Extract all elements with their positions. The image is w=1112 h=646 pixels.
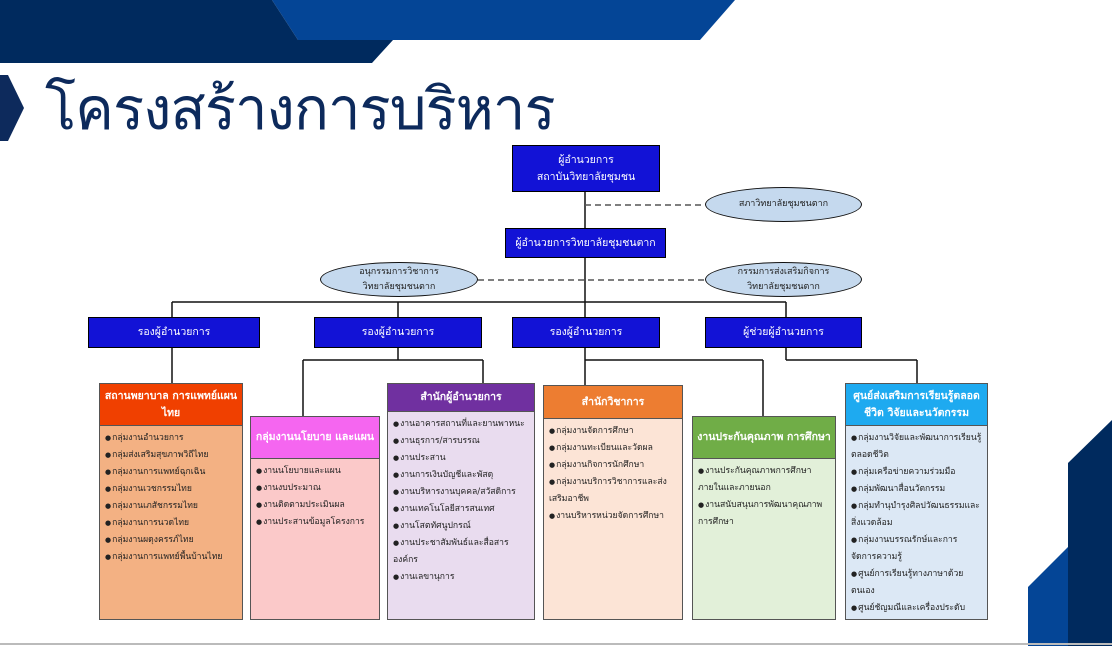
box-line: ผู้อำนวยการ	[558, 153, 614, 166]
assistant-director-box: ผู้ช่วยผู้อำนวยการ	[705, 317, 862, 348]
deputy-director-box: รองผู้อำนวยการ	[512, 317, 660, 348]
academic-subcommittee-oval: อนุกรรมการวิชาการ วิทยาลัยชุมชนตาก	[320, 262, 478, 297]
chevron-icon	[0, 75, 24, 141]
corner-dark-shape	[1068, 420, 1112, 646]
deputy-director-box: รองผู้อำนวยการ	[88, 317, 260, 348]
unit-title: งานประกันคุณภาพ การศึกษา	[693, 417, 835, 459]
unit-item: งานประสาน	[393, 450, 529, 467]
oval-line: วิทยาลัยชุมชนตาก	[747, 281, 820, 292]
deputy-director-box: รองผู้อำนวยการ	[314, 317, 482, 348]
unit-item: งานบริหารงานบุคคล/สวัสดิการ	[393, 484, 529, 501]
org-connectors	[171, 192, 918, 416]
unit-item: กลุ่มงานจัดการศึกษา	[549, 423, 677, 440]
unit-title: กลุ่มงานนโยบาย และแผน	[251, 417, 379, 459]
unit-item: กลุ่มพัฒนาสื่อนวัตกรรม	[851, 481, 982, 498]
unit-item: กลุ่มงานผดุงครรภ์ไทย	[105, 532, 237, 549]
promotion-committee-oval: กรรมการส่งเสริมกิจการ วิทยาลัยชุมชนตาก	[705, 262, 862, 297]
box-label: รองผู้อำนวยการ	[137, 326, 211, 338]
unit-items: กลุ่มงานวิจัยและพัฒนาการเรียนรู้ตลอดชีวิ…	[846, 426, 987, 621]
unit-item: งานธุรการ/สารบรรณ	[393, 433, 529, 450]
unit-item: กลุ่มงานบริการวิชาการและส่งเสริมอาชีพ	[549, 474, 677, 508]
unit-items: งานประกันคุณภาพการศึกษาภายในและภายนอกงาน…	[693, 459, 835, 535]
unit-item: งานเลขานุการ	[393, 569, 529, 586]
unit-item: งานสนับสนุนการพัฒนาคุณภาพการศึกษา	[698, 497, 830, 531]
unit-item: กลุ่มงานการแพทย์ฉุกเฉิน	[105, 464, 237, 481]
unit-item: งานบริหารหน่วยจัดการศึกษา	[549, 508, 677, 525]
unit-item: กลุ่มงานการนวดไทย	[105, 515, 237, 532]
unit-item: กลุ่มงานเวชกรรมไทย	[105, 481, 237, 498]
unit-title: สำนักผู้อำนวยการ	[388, 384, 534, 412]
unit-box: งานประกันคุณภาพ การศึกษางานประกันคุณภาพก…	[692, 416, 836, 620]
unit-item: กลุ่มงานกิจการนักศึกษา	[549, 457, 677, 474]
unit-title: สถานพยาบาล การแพทย์แผนไทย	[100, 384, 242, 426]
unit-item: งานประกันคุณภาพการศึกษาภายในและภายนอก	[698, 463, 830, 497]
council-oval: สภาวิทยาลัยชุมชนตาก	[705, 187, 862, 222]
advisory-connectors	[478, 204, 705, 281]
corner-light-shape	[1028, 547, 1068, 646]
unit-item: งานเทคโนโลยีสารสนเทศ	[393, 501, 529, 518]
unit-item: งานประชาสัมพันธ์และสื่อสารองค์กร	[393, 535, 529, 569]
box-label: รองผู้อำนวยการ	[549, 326, 623, 338]
unit-box: ศูนย์ส่งเสริมการเรียนรู้ตลอดชีวิต วิจัยแ…	[845, 383, 988, 620]
unit-items: งานอาคารสถานที่และยานพาหนะงานธุรการ/สารบ…	[388, 412, 534, 590]
box-label: ผู้อำนวยการวิทยาลัยชุมชนตาก	[515, 236, 656, 249]
box-line: สถาบันวิทยาลัยชุมชน	[536, 170, 636, 183]
unit-items: กลุ่มงานอำนวยการกลุ่มส่งเสริมสุขภาพวิถีไ…	[100, 426, 242, 570]
banner-light-shape	[272, 0, 735, 40]
unit-box: สำนักผู้อำนวยการงานอาคารสถานที่และยานพาห…	[387, 383, 535, 620]
unit-title: สำนักวิชาการ	[544, 386, 682, 419]
box-label: ผู้ช่วยผู้อำนวยการ	[743, 326, 824, 338]
oval-label: สภาวิทยาลัยชุมชนตาก	[738, 199, 829, 209]
unit-item: งานติดตามประเมินผล	[256, 497, 374, 514]
college-director-box: ผู้อำนวยการวิทยาลัยชุมชนตาก	[505, 228, 666, 258]
unit-item: งานโสตทัศนูปกรณ์	[393, 518, 529, 535]
unit-items: กลุ่มงานจัดการศึกษากลุ่มงานทะเบียนและวัด…	[544, 419, 682, 529]
box-label: รองผู้อำนวยการ	[361, 326, 435, 338]
unit-box: สถานพยาบาล การแพทย์แผนไทยกลุ่มงานอำนวยกา…	[99, 383, 243, 620]
unit-item: งานอาคารสถานที่และยานพาหนะ	[393, 416, 529, 433]
unit-item: งานนโยบายและแผน	[256, 463, 374, 480]
unit-item: กลุ่มงานบรรณรักษ์และการจัดการความรู้	[851, 532, 982, 566]
page-title: โครงสร้างการบริหาร	[45, 75, 556, 143]
unit-item: งานการเงินบัญชีและพัสดุ	[393, 467, 529, 484]
unit-items: งานนโยบายและแผนงานงบประมาณงานติดตามประเม…	[251, 459, 379, 535]
unit-item: กลุ่มงานเภสัชกรรมไทย	[105, 498, 237, 515]
unit-item: กลุ่มงานการแพทย์พื้นบ้านไทย	[105, 549, 237, 566]
unit-item: กลุ่มเครือข่ายความร่วมมือ	[851, 464, 982, 481]
unit-item: กลุ่มส่งเสริมสุขภาพวิถีไทย	[105, 447, 237, 464]
unit-item: ศูนย์ชัญมณีและเครื่องประดับ	[851, 600, 982, 617]
banner-dark-shape	[0, 0, 393, 63]
unit-box: กลุ่มงานนโยบาย และแผนงานนโยบายและแผนงานง…	[250, 416, 380, 620]
oval-line: อนุกรรมการวิชาการ	[359, 266, 439, 277]
unit-item: งานงบประมาณ	[256, 480, 374, 497]
oval-line: กรรมการส่งเสริมกิจการ	[737, 266, 830, 277]
unit-box: สำนักวิชาการกลุ่มงานจัดการศึกษากลุ่มงานท…	[543, 385, 683, 620]
unit-item: กลุ่มงานวิจัยและพัฒนาการเรียนรู้ตลอดชีวิ…	[851, 430, 982, 464]
oval-line: วิทยาลัยชุมชนตาก	[362, 281, 436, 292]
unit-item: ศูนย์การเรียนรู้ทางภาษาด้วยตนเอง	[851, 566, 982, 600]
unit-item: กลุ่มงานอำนวยการ	[105, 430, 237, 447]
unit-item: งานประสานข้อมูลโครงการ	[256, 514, 374, 531]
unit-title: ศูนย์ส่งเสริมการเรียนรู้ตลอดชีวิต วิจัยแ…	[846, 384, 987, 426]
unit-item: กลุ่มงานทะเบียนและวัดผล	[549, 440, 677, 457]
unit-item: กลุ่มทำนุบำรุงศิลปวัฒนธรรมและสิ่งแวดล้อม	[851, 498, 982, 532]
director-institute-box: ผู้อำนวยการ สถาบันวิทยาลัยชุมชน	[512, 145, 660, 192]
